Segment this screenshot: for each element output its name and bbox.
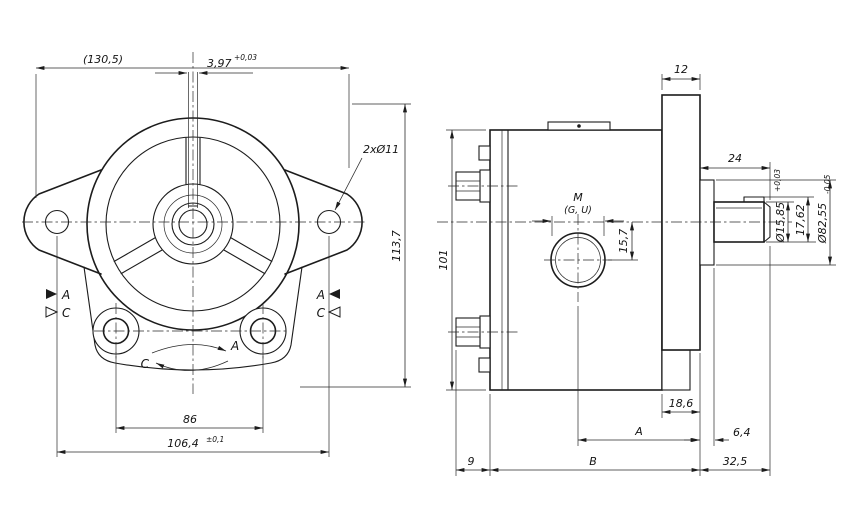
drive-shaft: [699, 179, 771, 266]
dim-b: B: [589, 455, 597, 468]
dim-rear-step: 18,6: [669, 397, 694, 410]
port-label-c-left: C: [62, 306, 71, 320]
inlet-fittings: [455, 145, 491, 373]
dim-overall-width: (130,5): [83, 53, 123, 66]
dim-tail-length: 32,5: [723, 455, 748, 468]
dim-port-offset: 15,7: [617, 229, 630, 254]
rotation-arrow-c: [155, 360, 229, 371]
section-arrow-c-left: [45, 306, 59, 318]
dimensions-side: 12 24 M (G, U) 15,7 101 18,6 A: [437, 63, 836, 476]
port-thread-variants: (G, U): [564, 205, 592, 216]
port-label-c-right: C: [317, 306, 326, 320]
dim-fitting-protrusion: 9: [468, 455, 475, 468]
dim-pilot-dia: Ø82,55: [816, 203, 829, 244]
section-arrow-a-right: [329, 289, 340, 299]
dim-a: A: [634, 425, 643, 438]
dim-shaft-length: 24: [728, 152, 742, 165]
dim-port-spacing: 86: [183, 413, 197, 426]
dim-body-height: 101: [437, 250, 450, 271]
side-view: [455, 94, 771, 391]
port-label-a-left: A: [61, 288, 70, 302]
pilot-boss: [699, 179, 715, 266]
rotation-arrow-a: [151, 344, 227, 354]
rotation-label-c: C: [141, 357, 150, 371]
dim-key-width-tol: +0,03: [234, 53, 257, 62]
spokes: [113, 137, 273, 275]
dim-pilot-width: 6,4: [733, 426, 751, 439]
port-thread-label: M: [573, 191, 583, 204]
dim-key-width: 3,97: [207, 57, 232, 70]
dim-key-height: 17,62: [794, 204, 807, 236]
rotation-label-a: A: [230, 339, 239, 353]
port-label-a-right: A: [316, 288, 325, 302]
boss-top: [478, 145, 491, 161]
mounting-flange: [661, 94, 701, 351]
section-arrow-c-right: [327, 306, 341, 318]
dimensions-front: (130,5) 3,97 +0,03 2xØ11 113,7 86 106,4 …: [35, 53, 411, 457]
dim-shaft-dia: Ø15,85: [774, 202, 787, 243]
rear-step: [661, 349, 691, 391]
dim-flange-thickness: 12: [674, 63, 688, 76]
pump-housing: [489, 121, 691, 391]
centerlines: [22, 52, 792, 394]
mount-holes-callout: 2xØ11: [363, 143, 399, 156]
dim-height: 113,7: [390, 230, 403, 262]
dim-pilot-dia-tol: -0,05: [823, 174, 832, 194]
boss-bottom: [478, 357, 491, 373]
dim-mount-spacing-tol: ±0,1: [206, 435, 224, 444]
section-arrow-a-left: [46, 289, 57, 299]
dim-shaft-dia-tol: +0,03: [773, 169, 782, 192]
dim-mount-spacing: 106,4: [167, 437, 199, 450]
nameplate-pin: [577, 124, 581, 128]
